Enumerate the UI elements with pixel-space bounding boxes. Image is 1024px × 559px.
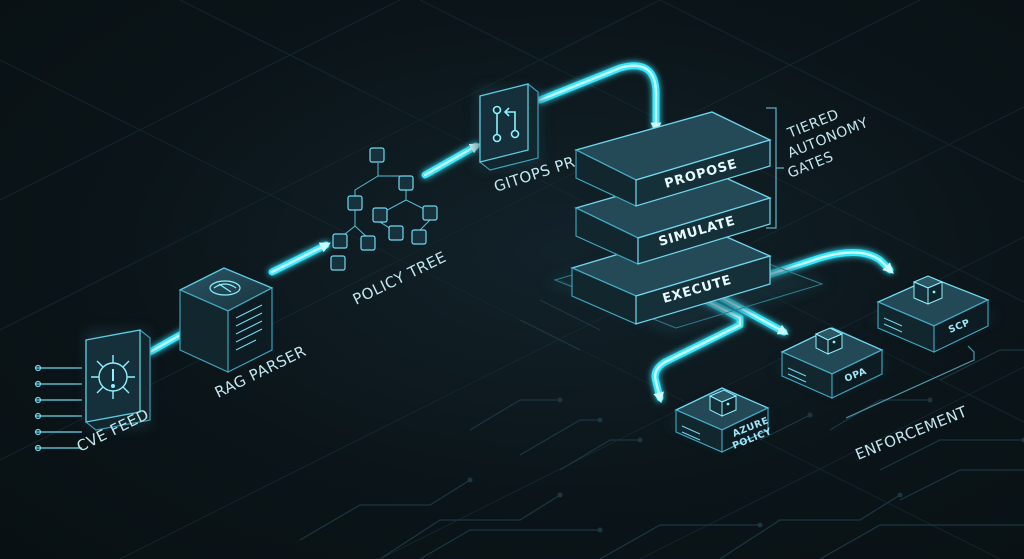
rag-parser-node: RAG PARSER [178, 267, 309, 402]
cve-feed-node: CVE FEED [34, 329, 152, 456]
enforcement-bracket [845, 345, 975, 419]
flow-arrows [146, 62, 894, 404]
tiered-gates-stack: EXECUTE SIMULATE PROPOSE TIERED AUTONOMY… [545, 107, 871, 334]
opa-lock-icon [814, 327, 844, 355]
feed-input-lines [36, 367, 82, 449]
document-lines-icon [235, 304, 263, 351]
arrow-execute-to-scp [726, 251, 894, 290]
circuit-traces [299, 279, 1024, 559]
arrow-gitops-to-propose [538, 64, 662, 134]
shield-alert-icon [91, 355, 135, 399]
arrow-tree-to-gitops [423, 143, 481, 177]
policy-tree-label: POLICY TREE [350, 248, 449, 309]
tier-execute: EXECUTE [570, 227, 772, 325]
azure-policy-node: AZURE POLICY [668, 387, 774, 453]
tree-nodes [330, 147, 438, 271]
git-pull-request-icon [492, 105, 520, 143]
tier-simulate: SIMULATE [574, 169, 772, 265]
arrow-rag-to-tree [270, 242, 331, 274]
brain-chip-icon [209, 280, 241, 296]
lock-server-icon [708, 389, 738, 417]
gates-caption: TIERED AUTONOMY GATES [785, 107, 871, 182]
arrow-execute-to-azure [653, 298, 742, 404]
scp-lock-icon [912, 275, 944, 305]
opa-node: OPA [774, 327, 890, 399]
scp-node: SCP [870, 275, 996, 353]
